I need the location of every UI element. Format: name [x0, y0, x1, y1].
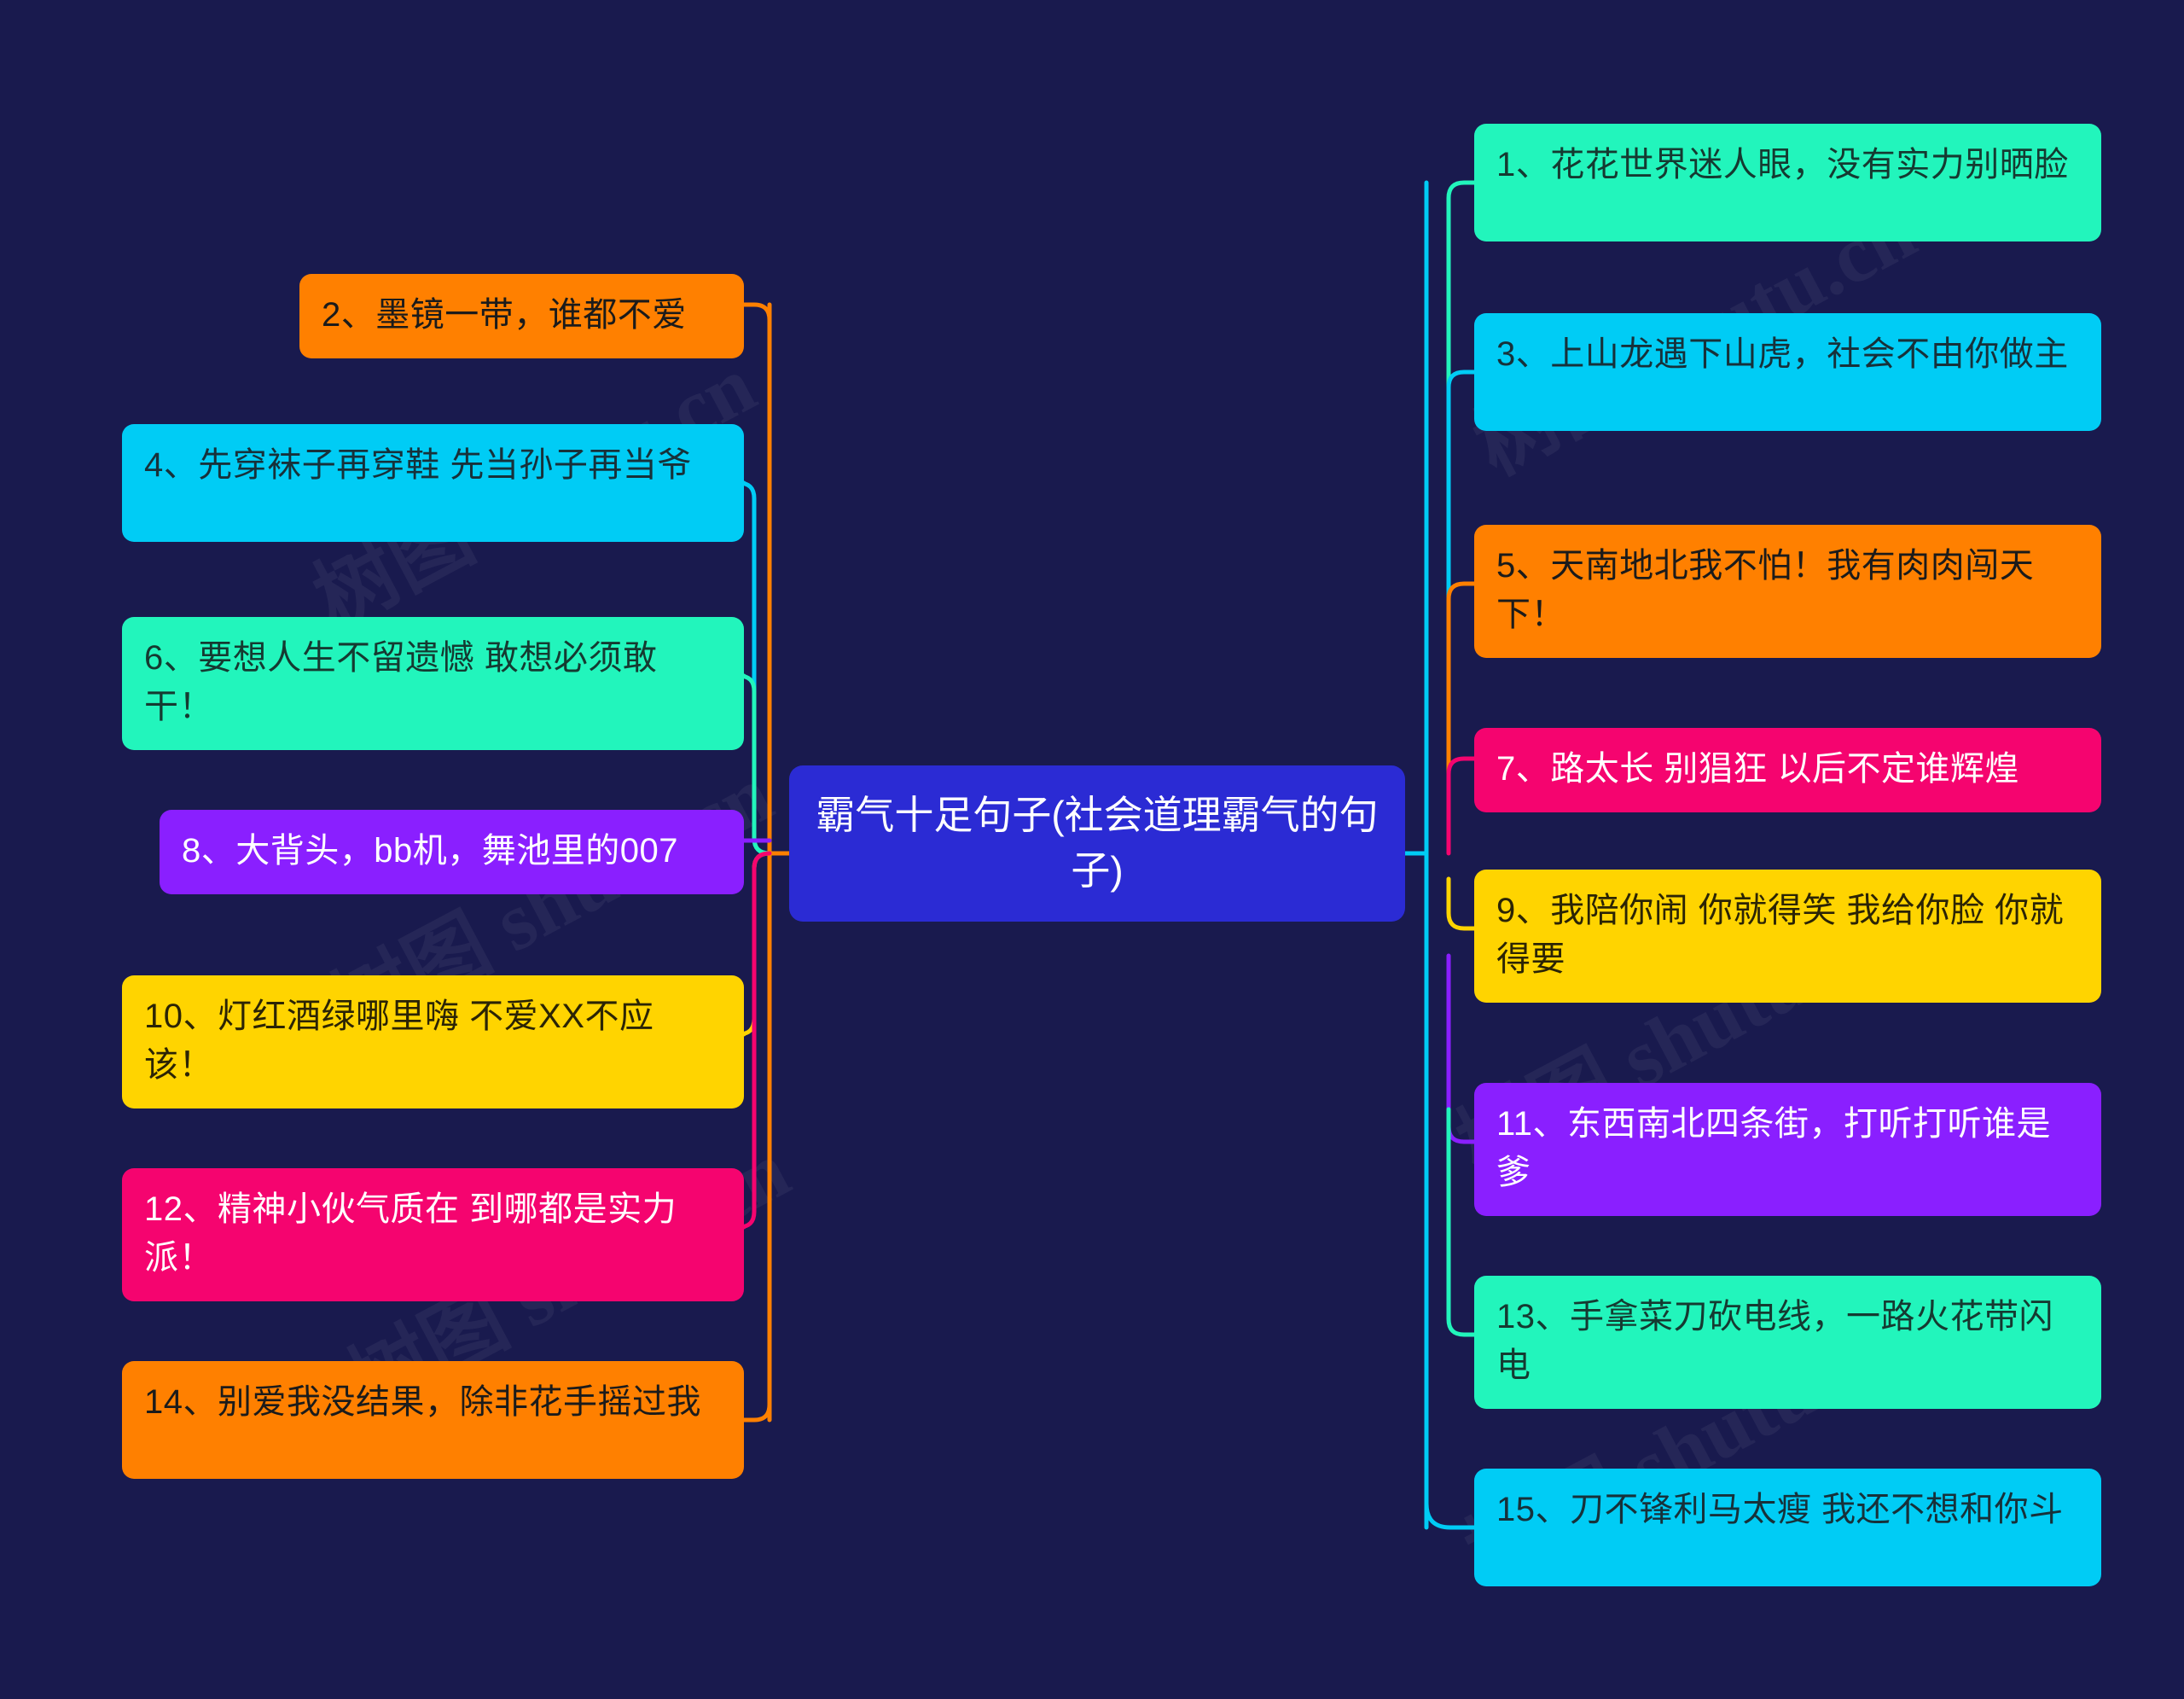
connector-n3: [1446, 369, 1477, 600]
branch-node-15[interactable]: 15、刀不锋利马太瘦 我还不想和你斗: [1474, 1469, 2101, 1586]
branch-node-label: 5、天南地北我不怕！我有肉肉闯天下！: [1496, 547, 2035, 633]
branch-node-label: 4、先穿袜子再穿鞋 先当孙子再当爷: [144, 446, 692, 484]
branch-node-6[interactable]: 6、要想人生不留遗憾 敢想必须敢干！: [122, 617, 744, 750]
branch-node-9[interactable]: 9、我陪你闹 你就得笑 我给你脸 你就得要: [1474, 870, 2101, 1003]
branch-node-label: 8、大背头，bb机，舞池里的007: [182, 832, 678, 870]
connector-n1: [1446, 180, 1477, 480]
branch-node-label: 10、灯红酒绿哪里嗨 不爱XX不应该！: [144, 998, 654, 1084]
branch-node-14[interactable]: 14、别爱我没结果，除非花手摇过我: [122, 1361, 744, 1479]
branch-node-4[interactable]: 4、先穿袜子再穿鞋 先当孙子再当爷: [122, 424, 744, 542]
connector-n15: [1424, 1448, 1477, 1530]
connector-n2: [741, 302, 772, 361]
connector-n12: [738, 851, 772, 1230]
branch-node-2[interactable]: 2、墨镜一带，谁都不爱: [299, 274, 744, 358]
branch-node-label: 13、手拿菜刀砍电线，一路火花带闪电: [1496, 1298, 2053, 1384]
branch-node-12[interactable]: 12、精神小伙气质在 到哪都是实力派！: [122, 1168, 744, 1301]
branch-node-3[interactable]: 3、上山龙遇下山虎，社会不由你做主: [1474, 313, 2101, 431]
connector-n6: [738, 673, 772, 856]
branch-node-label: 6、要想人生不留遗憾 敢想必须敢干！: [144, 639, 658, 725]
branch-node-1[interactable]: 1、花花世界迷人眼，没有实力别晒脸: [1474, 124, 2101, 241]
branch-node-label: 12、精神小伙气质在 到哪都是实力派！: [144, 1190, 677, 1277]
central-topic-label: 霸气十足句子(社会道理霸气的句子): [816, 793, 1379, 893]
central-topic[interactable]: 霸气十足句子(社会道理霸气的句子): [789, 765, 1405, 922]
connector-n5: [1446, 581, 1477, 805]
branch-node-label: 3、上山龙遇下山虎，社会不由你做主: [1496, 335, 2069, 373]
branch-node-11[interactable]: 11、东西南北四条街，打听打听谁是爹: [1474, 1083, 2101, 1216]
branch-node-label: 15、刀不锋利马太瘦 我还不想和你斗: [1496, 1491, 2064, 1528]
branch-node-8[interactable]: 8、大背头，bb机，舞池里的007: [160, 810, 744, 894]
branch-node-5[interactable]: 5、天南地北我不怕！我有肉肉闯天下！: [1474, 525, 2101, 658]
branch-node-label: 7、路太长 别猖狂 以后不定谁辉煌: [1496, 750, 2019, 788]
branch-node-label: 11、东西南北四条街，打听打听谁是爹: [1496, 1105, 2052, 1191]
connector-n7: [1446, 756, 1477, 856]
branch-node-13[interactable]: 13、手拿菜刀砍电线，一路火花带闪电: [1474, 1276, 2101, 1409]
connector-n14: [741, 1363, 772, 1423]
branch-node-label: 2、墨镜一带，谁都不爱: [322, 296, 687, 334]
branch-node-label: 9、我陪你闹 你就得笑 我给你脸 你就得要: [1496, 892, 2065, 978]
connector-n9: [1446, 876, 1477, 931]
branch-node-label: 1、花花世界迷人眼，没有实力别晒脸: [1496, 146, 2069, 183]
connector-n11: [1446, 953, 1477, 1144]
branch-node-10[interactable]: 10、灯红酒绿哪里嗨 不爱XX不应该！: [122, 975, 744, 1108]
branch-node-7[interactable]: 7、路太长 别猖狂 以后不定谁辉煌: [1474, 728, 2101, 812]
branch-node-label: 14、别爱我没结果，除非花手摇过我: [144, 1383, 701, 1421]
connector-n13: [1446, 1107, 1477, 1337]
